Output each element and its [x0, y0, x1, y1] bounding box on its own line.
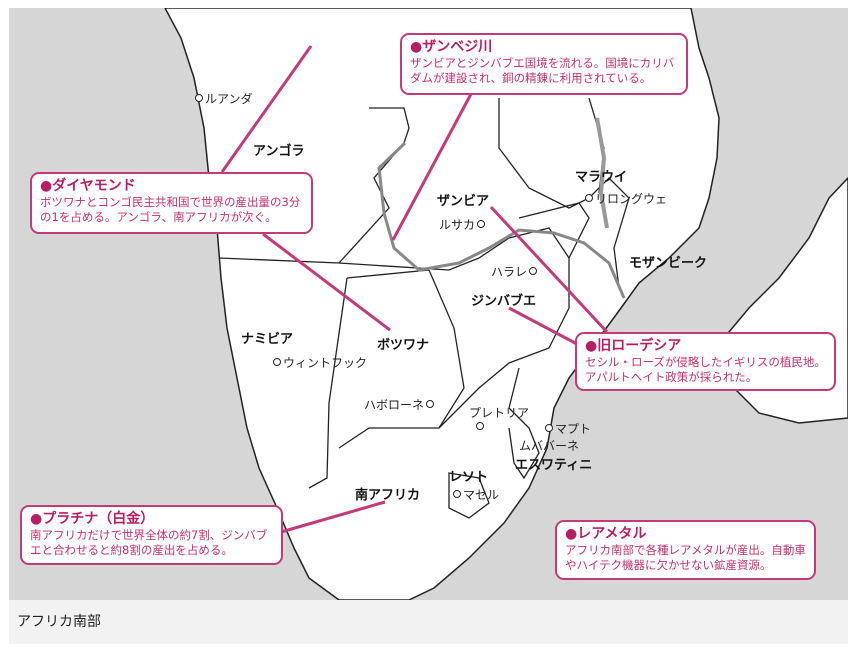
- pointer-lines: [220, 45, 609, 534]
- city-pretoria: プレトリア: [469, 406, 530, 420]
- city-marker-icon: [195, 94, 203, 102]
- callout-title: ●ダイヤモンド: [40, 178, 136, 194]
- country-eswatini: エスワティニ: [515, 458, 593, 473]
- city-marker-icon: [426, 400, 435, 408]
- city-lusaka: ルサカ: [439, 216, 487, 233]
- country-borders: [218, 97, 630, 519]
- figure-caption: アフリカ南部: [9, 600, 848, 644]
- city-gaborone: ハボローネ: [364, 396, 436, 413]
- city-marker-icon: [545, 424, 553, 432]
- city-marker-icon: [477, 220, 486, 228]
- country-mozambique: モザンビーク: [629, 256, 708, 271]
- callout-body: アフリカ南部で各種レアメタルが産出。自動車やハイテク機器に欠かせない鉱産資源。: [565, 543, 806, 572]
- callout-title: ●ザンベジ川: [410, 39, 493, 55]
- callout-body: セシル・ローズが侵略したイギリスの植民地。アパルトヘイト政策が採られた。: [585, 355, 826, 384]
- country-angola: アンゴラ: [253, 144, 305, 159]
- land-mainland: [164, 8, 720, 600]
- callout-title: ●旧ローデシア: [585, 338, 682, 354]
- country-zambia: ザンビア: [437, 194, 490, 209]
- country-malawi: マラウイ: [575, 170, 628, 185]
- city-marker-icon: [453, 490, 461, 498]
- callout-zambezi: ●ザンベジ川ザンビアとジンバブエ国境を流れる。国境にカリバダムが建設され、銅の精…: [400, 33, 688, 95]
- city-windhoek: ウィントフック: [273, 354, 367, 371]
- city-marker-icon: [529, 267, 538, 275]
- callout-diamond: ●ダイヤモンドボツワナとコンゴ民主共和国で世界の産出量の3分の1を占める。アンゴ…: [30, 172, 313, 234]
- lake-malawi: [595, 117, 609, 229]
- callout-body: ボツワナとコンゴ民主共和国で世界の産出量の3分の1を占める。アンゴラ、南アフリカ…: [40, 195, 301, 224]
- city-harare: ハラレ: [491, 263, 539, 280]
- country-lesotho: レソト: [449, 470, 489, 485]
- callout-rare-metal: ●レアメタルアフリカ南部で各種レアメタルが産出。自動車やハイテク機器に欠かせない…: [555, 520, 816, 580]
- zambezi-river: [377, 141, 626, 299]
- country-zimbabwe: ジンバブエ: [471, 294, 537, 309]
- city-mbabane: ムババーネ: [519, 439, 580, 453]
- callout-title: ●レアメタル: [565, 526, 647, 542]
- callout-platinum: ●プラチナ（白金）南アフリカだけで世界全体の約7割、ジンバブエと合わせると約8割…: [20, 505, 283, 565]
- city-marker-icon: [585, 194, 593, 202]
- city-maputo: マプト: [545, 420, 591, 437]
- city-maseru: マセル: [453, 486, 499, 503]
- callout-title: ●プラチナ（白金）: [30, 511, 155, 527]
- southern-africa-map: アンゴラ ザンビア マラウイ モザンビーク ナミビア ボツワナ ジンバブエ 南ア…: [9, 8, 848, 600]
- callout-body: 南アフリカだけで世界全体の約7割、ジンバブエと合わせると約8割の産出を占める。: [30, 528, 268, 557]
- country-botswana: ボツワナ: [377, 338, 430, 353]
- city-lilongwe: リロングウェ: [585, 190, 667, 207]
- city-marker-icon: [273, 358, 281, 366]
- country-south-africa: 南アフリカ: [355, 488, 421, 503]
- callout-body: ザンビアとジンバブエ国境を流れる。国境にカリバダムが建設され、銅の精錬に利用され…: [410, 56, 675, 85]
- city-marker-icon: [476, 422, 484, 430]
- callout-rhodesia: ●旧ローデシアセシル・ローズが侵略したイギリスの植民地。アパルトヘイト政策が採ら…: [575, 332, 836, 391]
- city-luanda: ルアンダ: [195, 90, 253, 107]
- country-namibia: ナミビア: [241, 332, 294, 347]
